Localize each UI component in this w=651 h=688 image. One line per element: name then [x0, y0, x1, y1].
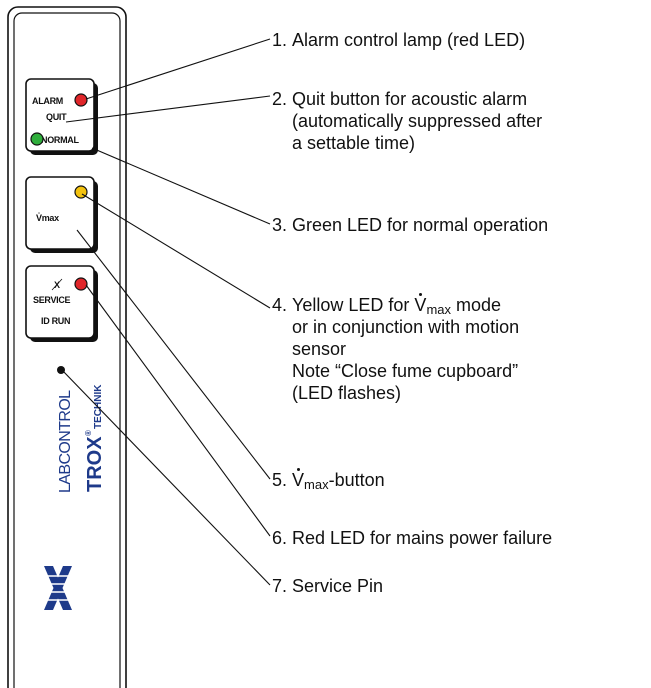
annotation-text: (LED flashes): [292, 383, 402, 403]
vmax-symbol-v: V: [292, 468, 305, 490]
leader-line-4: [81, 193, 271, 309]
annotation-2: 2.Quit button for acoustic alarm (automa…: [272, 88, 542, 154]
service-button[interactable]: X SERVICE ID RUN: [25, 265, 98, 342]
service-x-strike: [51, 278, 63, 291]
annotation-number: 6.: [272, 528, 288, 548]
annotation-number: 3.: [272, 215, 288, 235]
annotation-4: 4.Yellow LED for Vmax mode or in conjunc…: [272, 293, 520, 404]
annotation-number: 4.: [272, 295, 288, 315]
vmax-label: V̇max: [36, 213, 59, 223]
leader-line-3: [91, 147, 271, 225]
x-logo-stroke-b: [44, 566, 72, 610]
alarm-quit-button[interactable]: ALARM QUIT NORMAL: [25, 78, 98, 155]
trox-brand: TROX ® TECHNIK: [84, 384, 106, 492]
vmax-symbol-sub: max: [426, 302, 451, 317]
normal-green-led: [30, 132, 44, 146]
leader-line-5: [76, 229, 271, 480]
trox-technik-text: TECHNIK: [93, 384, 104, 429]
trox-registered-mark: ®: [84, 430, 93, 436]
annotation-text: Red LED for mains power failure: [292, 528, 553, 548]
alarm-red-led: [74, 93, 88, 107]
service-red-led: [74, 277, 88, 291]
annotation-text: a settable time): [292, 133, 416, 153]
trox-x-logo: [40, 566, 78, 610]
vmax-button[interactable]: V̇max: [25, 176, 98, 253]
annotation-text: Green LED for normal operation: [292, 215, 549, 235]
annotation-text: Note “Close fume cupboard”: [292, 361, 519, 381]
annotation-text: Quit button for acoustic alarm: [292, 89, 528, 109]
annotation-number: 5.: [272, 470, 288, 490]
annotation-5: 5.Vmax-button: [272, 468, 385, 492]
annotation-1: 1.Alarm control lamp (red LED): [272, 29, 525, 51]
service-pin-hole[interactable]: [57, 366, 65, 374]
vmax-symbol-sub: max: [304, 477, 329, 492]
alarm-label: ALARM: [32, 96, 63, 106]
labcontrol-brand: LABCONTROL: [57, 390, 74, 493]
annotation-text: Yellow LED for: [292, 295, 410, 315]
annotation-number: 2.: [272, 89, 288, 109]
normal-label: NORMAL: [41, 135, 79, 145]
id-run-label: ID RUN: [41, 316, 70, 326]
leader-line-1: [85, 38, 271, 100]
leader-line-6: [85, 284, 271, 537]
service-x-label: X: [54, 280, 60, 290]
leader-line-2: [65, 95, 271, 123]
annotation-text: mode: [456, 295, 502, 315]
annotation-text: (automatically suppressed after: [292, 111, 543, 131]
annotation-number: 1.: [272, 30, 288, 50]
leader-line-7: [61, 369, 271, 586]
annotation-7: 7.Service Pin: [272, 575, 383, 597]
annotation-number: 7.: [272, 576, 288, 596]
annotation-text: or in conjunction with motion: [292, 317, 520, 337]
annotation-6: 6.Red LED for mains power failure: [272, 527, 552, 549]
trox-logo-text: TROX: [84, 436, 106, 492]
service-label: SERVICE: [33, 295, 71, 305]
vmax-symbol-v: V: [414, 293, 427, 315]
annotation-text: Service Pin: [292, 576, 384, 596]
annotation-3: 3.Green LED for normal operation: [272, 214, 548, 236]
annotation-text: -button: [328, 470, 385, 490]
annotation-text: sensor: [292, 339, 347, 359]
quit-label: QUIT: [46, 112, 67, 122]
annotation-text: Alarm control lamp (red LED): [292, 30, 526, 50]
